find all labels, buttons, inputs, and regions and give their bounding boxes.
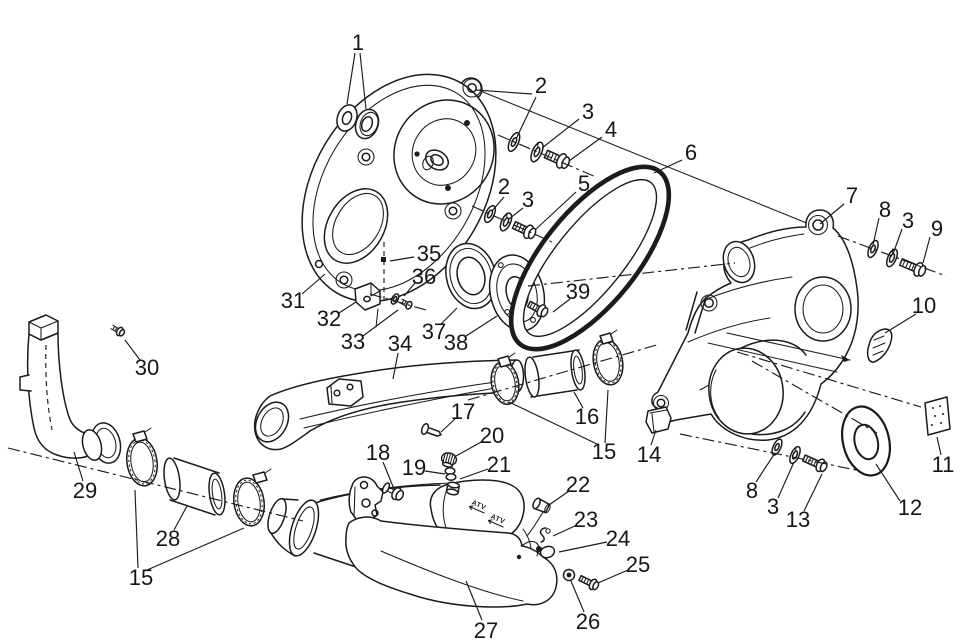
callout-23: 23 xyxy=(573,507,599,532)
screw-18 xyxy=(381,482,405,501)
callout-39: 39 xyxy=(565,279,591,304)
washers-1 xyxy=(336,104,380,140)
clip-23-eye xyxy=(545,528,551,534)
callout-9: 9 xyxy=(930,216,944,241)
bolt-39 xyxy=(526,300,549,318)
callout-22: 22 xyxy=(565,472,591,497)
callout-3: 3 xyxy=(901,208,915,233)
callout-21: 21 xyxy=(486,452,512,477)
centerlines xyxy=(7,134,947,522)
callout-20: 20 xyxy=(479,423,505,448)
callout-3: 3 xyxy=(521,187,535,212)
bolt-4 xyxy=(543,149,571,170)
inner-cover-31 xyxy=(301,73,497,303)
callout-13: 13 xyxy=(785,507,811,532)
callout-36: 36 xyxy=(411,264,437,289)
arrowhead xyxy=(841,355,850,362)
callout-3: 3 xyxy=(766,494,780,519)
cap-20 xyxy=(440,452,458,468)
callout-27: 27 xyxy=(473,618,499,643)
duct-29 xyxy=(19,314,122,464)
screw-17 xyxy=(420,422,442,437)
callout-11: 11 xyxy=(931,452,955,477)
screw-13 xyxy=(801,454,828,473)
clip-24 xyxy=(536,545,556,559)
clamp-15d xyxy=(233,468,272,527)
outer-cover-7 xyxy=(651,209,859,441)
callout-33: 33 xyxy=(340,329,366,354)
callout-31: 31 xyxy=(280,288,306,313)
seal-37 xyxy=(445,242,497,310)
clip-23 xyxy=(539,527,547,543)
callout-35: 35 xyxy=(416,241,442,266)
callout-14: 14 xyxy=(636,442,662,467)
callout-37: 37 xyxy=(421,319,447,344)
washer-8-upper xyxy=(867,239,879,259)
callout-10: 10 xyxy=(911,293,937,318)
clamp-15a xyxy=(490,352,520,406)
rings-19 xyxy=(444,467,457,481)
screw-36 xyxy=(399,298,413,310)
washer-3-bottom xyxy=(789,445,801,465)
callout-3: 3 xyxy=(581,99,595,124)
fitting-21 xyxy=(445,481,461,496)
callout-4: 4 xyxy=(604,117,618,142)
callout-18: 18 xyxy=(365,440,391,465)
screw-9 xyxy=(898,258,927,277)
shield-27 xyxy=(345,516,558,608)
clamp-15b xyxy=(592,329,624,386)
bracket-18 xyxy=(348,476,384,522)
callout-34: 34 xyxy=(387,331,413,356)
clamp-15c xyxy=(126,427,158,487)
callout-19: 19 xyxy=(401,455,427,480)
washer-3-upper xyxy=(530,141,544,163)
callout-38: 38 xyxy=(443,330,469,355)
hose-16 xyxy=(524,349,586,398)
screw-30 xyxy=(110,324,126,337)
callout-26: 26 xyxy=(575,609,601,634)
callout-30: 30 xyxy=(134,355,160,380)
tube-28 xyxy=(163,457,226,516)
callout-15: 15 xyxy=(128,565,154,590)
callout-8: 8 xyxy=(745,478,759,503)
callout-24: 24 xyxy=(605,526,631,551)
decal-10 xyxy=(866,328,893,363)
callout-8: 8 xyxy=(878,197,892,222)
bracket-14 xyxy=(645,406,672,434)
bracket-32 xyxy=(354,282,381,311)
callout-1: 1 xyxy=(351,30,365,55)
callout-12: 12 xyxy=(897,495,923,520)
callout-2: 2 xyxy=(497,174,511,199)
screw-25 xyxy=(578,574,600,591)
callout-32: 32 xyxy=(316,306,342,331)
callout-29: 29 xyxy=(72,478,98,503)
callout-15: 15 xyxy=(591,439,617,464)
washer-3-lower xyxy=(499,212,513,232)
pin-35 xyxy=(381,257,386,262)
position-lines xyxy=(707,332,851,373)
callout-28: 28 xyxy=(155,526,181,551)
callout-25: 25 xyxy=(625,552,651,577)
callout-16: 16 xyxy=(574,404,600,429)
callout-6: 6 xyxy=(684,140,698,165)
seal-12 xyxy=(841,405,891,477)
callout-7: 7 xyxy=(845,183,859,208)
grommet-26 xyxy=(562,568,576,582)
callout-17: 17 xyxy=(450,399,476,424)
stud-33 xyxy=(375,308,379,328)
callout-5: 5 xyxy=(577,171,591,196)
decal-11 xyxy=(924,396,951,436)
callout-2: 2 xyxy=(534,73,548,98)
plug-22 xyxy=(526,497,551,537)
